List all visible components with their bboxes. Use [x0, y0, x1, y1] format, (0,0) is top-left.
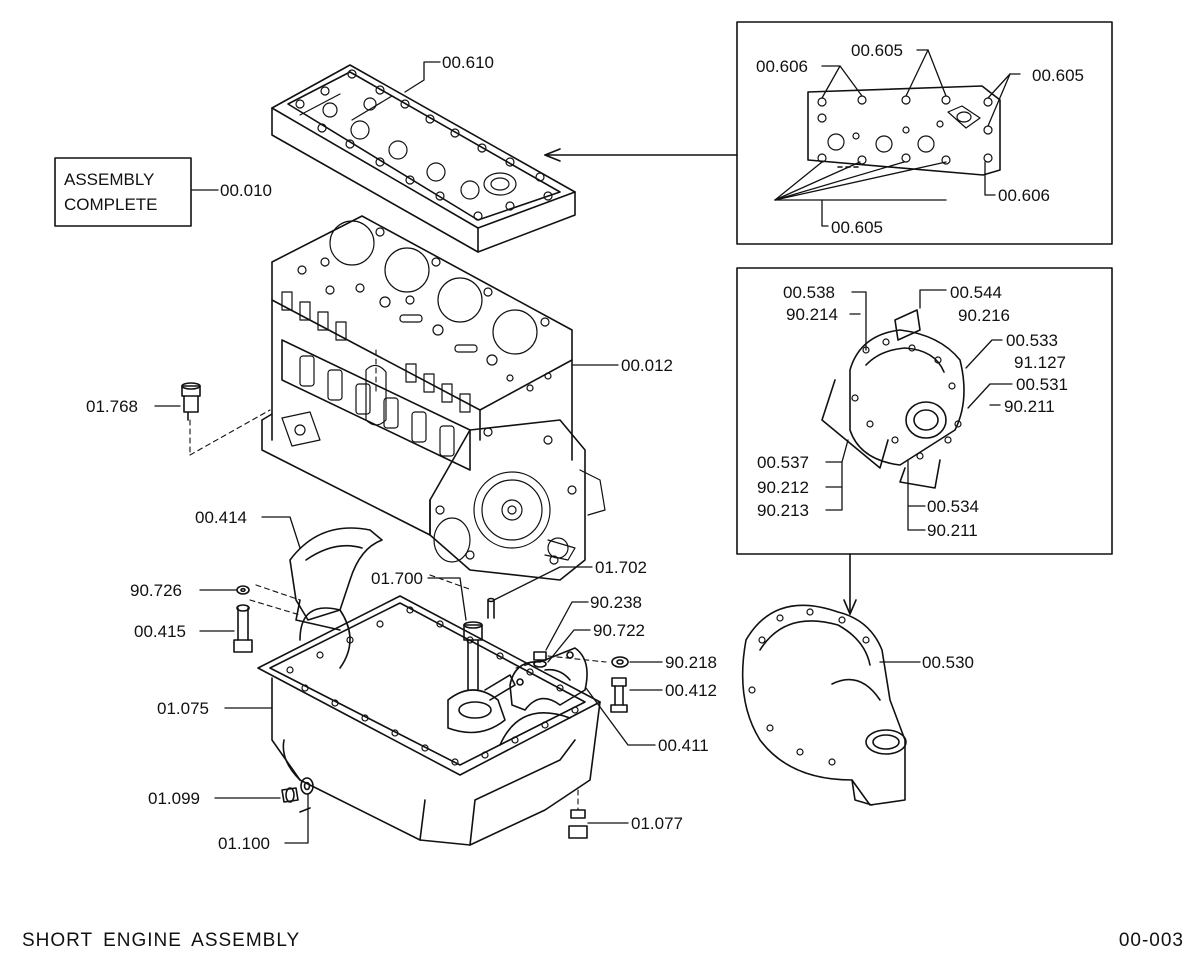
label-timing-00538: 00.538	[783, 283, 835, 302]
label-90726: 90.726	[130, 581, 182, 600]
assembly-complete-box	[54, 157, 192, 227]
label-01099: 01.099	[148, 789, 200, 808]
washer-90722	[533, 660, 547, 668]
label-00411: 00.411	[658, 736, 709, 755]
plug-01768	[181, 382, 201, 421]
washer-90218	[611, 656, 629, 668]
cylinder-block	[261, 215, 573, 536]
washer-90726	[236, 585, 250, 595]
label-timing-00537: 00.537	[757, 453, 809, 472]
label-timing-00533: 00.533	[1006, 331, 1058, 350]
label-gasket-00605-bottom: 00.605	[831, 218, 883, 237]
label-00415: 00.415	[134, 622, 186, 641]
diagram-title: SHORT ENGINE ASSEMBLY	[22, 930, 301, 951]
label-00530: 00.530	[922, 653, 974, 672]
timing-detail-box	[736, 267, 1113, 555]
label-00412: 00.412	[665, 681, 717, 700]
label-timing-90212: 90.212	[757, 478, 809, 497]
assembly-box-line2: COMPLETE	[64, 195, 158, 214]
label-gasket-00606-top: 00.606	[756, 57, 808, 76]
label-01075: 01.075	[157, 699, 209, 718]
detail-arrow-bellhousing	[843, 553, 857, 615]
label-timing-00544: 00.544	[950, 283, 1002, 302]
nut-90238	[533, 651, 547, 661]
label-01077: 01.077	[631, 814, 683, 833]
label-timing-90211-bottom: 90.211	[927, 521, 978, 540]
detail-arrow-gasket	[544, 148, 738, 162]
label-timing-91127: 91.127	[1014, 353, 1066, 372]
label-timing-90214: 90.214	[786, 305, 838, 324]
bolt-00412	[610, 677, 628, 713]
washer-01100	[300, 777, 314, 795]
label-timing-00531: 00.531	[1016, 375, 1068, 394]
bolt-00415	[233, 604, 253, 653]
drain-plug-01099	[281, 787, 299, 803]
bellhousing-00530	[741, 604, 907, 806]
label-01100: 01.100	[218, 834, 270, 853]
label-00414: 00.414	[195, 508, 247, 527]
label-gasket-00605-right: 00.605	[1032, 66, 1084, 85]
label-90218: 90.218	[665, 653, 717, 672]
front-plate	[429, 419, 606, 581]
oil-pump-01700	[447, 621, 516, 734]
bearing-cap-00411	[509, 647, 588, 711]
page-code: 00-003	[1118, 930, 1184, 951]
label-timing-00534: 00.534	[927, 497, 979, 516]
label-00010: 00.010	[220, 181, 272, 200]
cylinder-head	[271, 64, 576, 253]
label-gasket-00605-top: 00.605	[851, 41, 903, 60]
label-timing-90211-right: 90.211	[1004, 397, 1055, 416]
label-timing-90216: 90.216	[958, 306, 1010, 325]
assembly-box-line1: ASSEMBLY	[64, 170, 154, 189]
gasket-detail-box	[736, 21, 1113, 245]
stud-01702	[487, 597, 495, 619]
label-01768: 01.768	[86, 397, 138, 416]
label-90722: 90.722	[593, 621, 645, 640]
oil-pan	[257, 595, 601, 846]
label-00012: 00.012	[621, 356, 673, 375]
label-90238: 90.238	[590, 593, 642, 612]
bearing-cap-00414	[289, 527, 383, 631]
label-00610: 00.610	[442, 53, 494, 72]
bolt-01077	[568, 789, 588, 839]
label-timing-90213: 90.213	[757, 501, 809, 520]
label-01700: 01.700	[371, 569, 423, 588]
label-gasket-00606-bottom: 00.606	[998, 186, 1050, 205]
label-01702: 01.702	[595, 558, 647, 577]
